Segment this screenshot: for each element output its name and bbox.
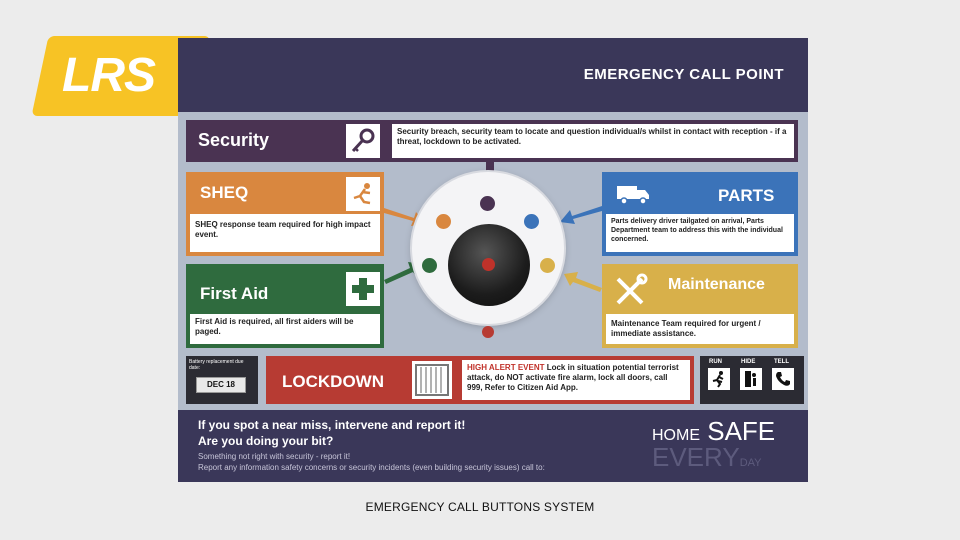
hide-icon bbox=[740, 368, 762, 390]
arrow-parts bbox=[560, 206, 602, 224]
footer-line-2: Are you doing your bit? bbox=[198, 434, 334, 448]
home-text: HOME bbox=[652, 427, 700, 444]
footer-small-1: Something not right with security - repo… bbox=[198, 452, 351, 461]
first-aid-cross-icon bbox=[346, 272, 380, 306]
arrow-maintenance bbox=[564, 272, 602, 292]
poster-header: EMERGENCY CALL POINT bbox=[178, 38, 808, 112]
battery-date: DEC 18 bbox=[196, 377, 246, 393]
run-icon bbox=[708, 368, 730, 390]
home-safe-slogan: HOME SAFE bbox=[652, 418, 775, 449]
tell-label: TELL bbox=[774, 359, 789, 365]
led-maintenance bbox=[540, 258, 555, 273]
lockdown-text: Lock in situation potential terrorist at… bbox=[467, 363, 679, 392]
first-aid-label: First Aid bbox=[200, 284, 269, 303]
footer-small-2: Report any information safety concerns o… bbox=[198, 463, 545, 472]
high-alert-label: HIGH ALERT EVENT bbox=[467, 363, 545, 372]
safe-text: SAFE bbox=[707, 416, 776, 446]
key-icon bbox=[346, 124, 380, 158]
phone-icon bbox=[772, 368, 794, 390]
security-description: Security breach, security team to locate… bbox=[392, 124, 794, 158]
led-lockdown bbox=[482, 326, 494, 338]
lockdown-description: HIGH ALERT EVENT Lock in situation poten… bbox=[462, 360, 690, 400]
emergency-call-point-poster: EMERGENCY CALL POINT Security Security b… bbox=[178, 38, 808, 482]
arrow-first-aid bbox=[384, 262, 422, 284]
footer-line-1: If you spot a near miss, intervene and r… bbox=[198, 418, 466, 432]
lrs-logo-text: LRS bbox=[62, 49, 156, 102]
parts-description: Parts delivery driver tailgated on arriv… bbox=[606, 214, 794, 252]
every-day-slogan: EVERYDAY bbox=[652, 444, 762, 476]
falling-person-icon bbox=[346, 177, 380, 211]
day-text: DAY bbox=[739, 457, 762, 469]
led-security bbox=[480, 196, 495, 211]
led-first-aid bbox=[422, 258, 437, 273]
lockdown-label: LOCKDOWN bbox=[282, 372, 384, 391]
poster-title: EMERGENCY CALL POINT bbox=[583, 66, 784, 83]
sheq-label: SHEQ bbox=[200, 183, 249, 202]
tools-icon bbox=[610, 272, 650, 310]
truck-icon bbox=[614, 181, 652, 207]
slide-caption: EMERGENCY CALL BUTTONS SYSTEM bbox=[365, 500, 595, 514]
every-text: EVERY bbox=[652, 442, 740, 472]
maintenance-description: Maintenance Team required for urgent / i… bbox=[606, 314, 794, 344]
button-red-center bbox=[482, 258, 495, 271]
shutter-icon bbox=[412, 361, 452, 399]
hide-label: HIDE bbox=[741, 359, 756, 365]
poster-footer bbox=[178, 410, 808, 482]
sheq-description: SHEQ response team required for high imp… bbox=[190, 214, 380, 252]
parts-label: PARTS bbox=[718, 186, 775, 205]
run-label: RUN bbox=[709, 359, 722, 365]
maintenance-label: Maintenance bbox=[668, 276, 765, 293]
battery-label: Battery replacement due date: bbox=[189, 359, 244, 371]
first-aid-description: First Aid is required, all first aiders … bbox=[190, 314, 380, 344]
led-parts bbox=[524, 214, 539, 229]
led-sheq bbox=[436, 214, 451, 229]
security-label: Security bbox=[198, 130, 270, 150]
